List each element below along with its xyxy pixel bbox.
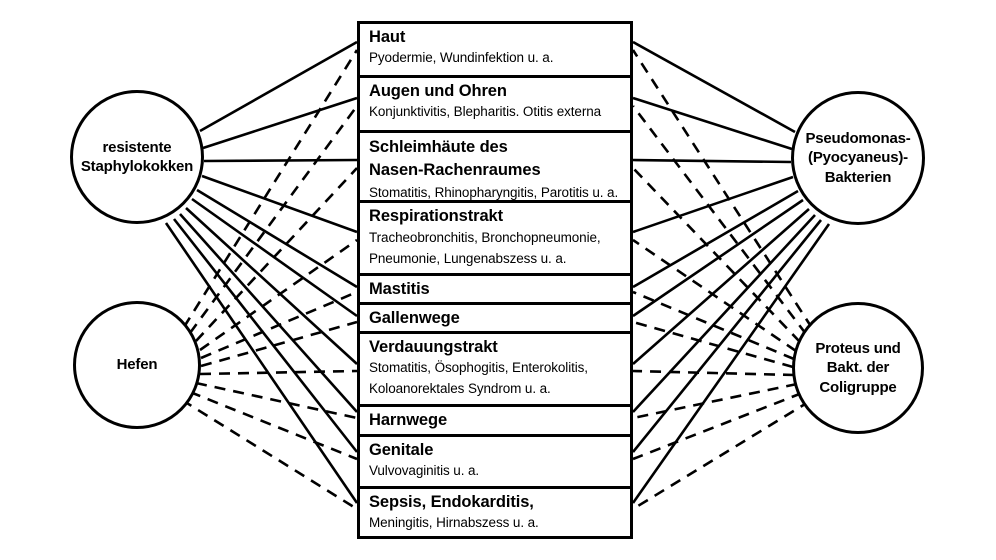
organism-hefen[interactable]: Hefen xyxy=(73,301,201,429)
site-title-respirationstrakt: Respirationstrakt xyxy=(369,207,504,225)
link-pseudo-respiration xyxy=(632,175,794,234)
site-title-mastitis: Mastitis xyxy=(369,280,430,298)
link-yeast-sepsis xyxy=(181,398,358,511)
link-staph-mastitis xyxy=(196,188,358,289)
link-yeast-harnwege xyxy=(195,381,358,420)
connectors-pseudomonas-solid xyxy=(631,40,831,504)
link-coli-verdauung xyxy=(632,369,795,377)
link-yeast-gallenwege xyxy=(200,320,358,368)
link-staph-respiration xyxy=(201,174,358,234)
connectors-coligruppe-dashed xyxy=(631,49,814,511)
organism-pseudomonas-pyocyaneus-bakterien[interactable]: Pseudomonas- (Pyocyaneus)- Bakterien xyxy=(791,91,925,225)
organism-label-staphylokokken: resistente Staphylokokken xyxy=(80,138,194,176)
site-title-sepsis-endokarditis: Sepsis, Endokarditis, xyxy=(369,493,534,511)
site-row-sepsis-endokarditis[interactable]: Sepsis, Endokarditis, Meningitis, Hirnab… xyxy=(360,489,630,536)
site-title-gallenwege: Gallenwege xyxy=(369,309,460,327)
site-title-schleimhaeute: Schleimhäute des Nasen-Rachenraumes xyxy=(369,138,541,180)
link-yeast-schleimhaeute xyxy=(195,167,358,342)
site-title-harnwege: Harnwege xyxy=(369,411,448,429)
infection-site-table: Haut Pyodermie, Wundinfektion u. a. Auge… xyxy=(357,21,633,539)
link-yeast-augen xyxy=(188,105,359,334)
link-staph-gallenwege xyxy=(191,197,358,318)
organism-label-pseudomonas: Pseudomonas- (Pyocyaneus)- Bakterien xyxy=(805,129,911,186)
site-title-haut: Haut xyxy=(369,28,406,46)
site-detail-verdauungstrakt: Stomatitis, Ösophogitis, Enterokolitis, … xyxy=(369,359,588,396)
connectors-staphylokokken-solid xyxy=(164,40,359,504)
site-row-mastitis[interactable]: Mastitis xyxy=(360,276,630,305)
link-yeast-mastitis xyxy=(200,290,358,360)
site-row-augen-und-ohren[interactable]: Augen und Ohren Konjunktivitis, Blephari… xyxy=(360,78,630,133)
link-coli-mastitis xyxy=(632,290,795,361)
link-coli-schleimhaeute xyxy=(632,167,801,343)
site-row-harnwege[interactable]: Harnwege xyxy=(360,407,630,437)
site-detail-schleimhaeute: Stomatitis, Rhinopharyngitis, Parotitis … xyxy=(369,184,619,200)
site-title-augen-und-ohren: Augen und Ohren xyxy=(369,82,507,100)
link-staph-augen xyxy=(202,96,358,150)
site-title-verdauungstrakt: Verdauungstrakt xyxy=(369,338,498,356)
link-coli-genitale xyxy=(632,391,803,461)
site-detail-haut: Pyodermie, Wundinfektion u. a. xyxy=(369,49,554,65)
organism-label-hefen: Hefen xyxy=(116,356,158,374)
link-coli-augen xyxy=(631,105,808,335)
site-detail-augen-und-ohren: Konjunktivitis, Blepharitis. Otitis exte… xyxy=(369,103,602,119)
link-pseudo-augen xyxy=(632,96,793,151)
link-pseudo-haut xyxy=(632,40,796,134)
link-yeast-genitale xyxy=(189,390,358,461)
link-pseudo-genitale xyxy=(631,219,823,453)
link-staph-haut xyxy=(199,40,358,133)
link-coli-sepsis xyxy=(632,399,811,511)
link-coli-respiration xyxy=(632,238,797,353)
organism-resistente-staphylokokken[interactable]: resistente Staphylokokken xyxy=(70,90,204,224)
organism-proteus-und-bakt-der-coligruppe[interactable]: Proteus und Bakt. der Coligruppe xyxy=(792,302,924,434)
site-row-gallenwege[interactable]: Gallenwege xyxy=(360,305,630,334)
link-yeast-respiration xyxy=(199,238,358,352)
link-staph-verdauung xyxy=(185,207,358,365)
site-title-genitale: Genitale xyxy=(369,441,434,459)
link-staph-schleimhaeute xyxy=(203,158,358,163)
link-yeast-haut xyxy=(182,49,359,328)
site-row-verdauungstrakt[interactable]: Verdauungstrakt Stomatitis, Ösophogitis,… xyxy=(360,334,630,407)
site-row-genitale[interactable]: Genitale Vulvovaginitis u. a. xyxy=(360,437,630,489)
link-pseudo-gallenwege xyxy=(632,198,804,318)
link-staph-genitale xyxy=(172,218,359,453)
link-yeast-verdauung xyxy=(199,369,358,376)
link-pseudo-harnwege xyxy=(632,214,816,413)
link-staph-harnwege xyxy=(179,213,358,413)
link-pseudo-schleimhaeute xyxy=(632,158,792,164)
link-coli-haut xyxy=(631,49,814,329)
site-detail-respirationstrakt: Tracheobronchitis, Bronchopneumonie, Pne… xyxy=(369,229,601,267)
link-coli-gallenwege xyxy=(632,320,794,369)
link-pseudo-verdauung xyxy=(632,208,810,365)
site-row-schleimhaeute-nasen-rachenraum[interactable]: Schleimhäute des Nasen-Rachenraumes Stom… xyxy=(360,133,630,203)
site-row-respirationstrakt[interactable]: Respirationstrakt Tracheobronchitis, Bro… xyxy=(360,203,630,276)
site-row-haut[interactable]: Haut Pyodermie, Wundinfektion u. a. xyxy=(360,24,630,78)
organism-label-coligruppe: Proteus und Bakt. der Coligruppe xyxy=(815,339,901,396)
connectors-hefen-dashed xyxy=(181,49,359,511)
link-coli-harnwege xyxy=(632,382,798,420)
site-detail-sepsis-endokarditis: Meningitis, Hirnabszess u. a. xyxy=(369,514,539,530)
link-pseudo-mastitis xyxy=(632,189,799,289)
site-detail-genitale: Vulvovaginitis u. a. xyxy=(369,462,480,478)
